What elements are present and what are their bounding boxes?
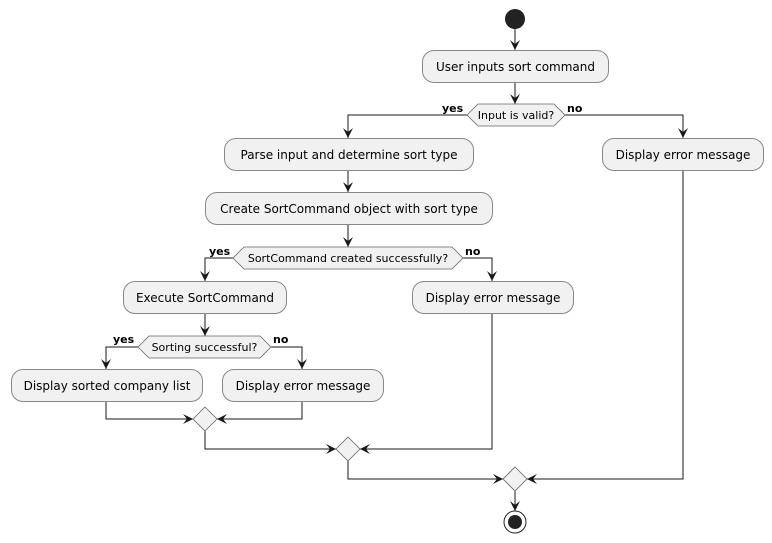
edge [565, 114, 684, 138]
edge [217, 402, 303, 420]
branch-yes-label: yes [113, 333, 135, 346]
arrowhead [343, 237, 353, 247]
edge [105, 402, 193, 420]
merge-node-input [502, 466, 528, 492]
edge [360, 314, 493, 450]
branch-no-label: no [567, 102, 583, 115]
activity-display-sorted-list: Display sorted company list [11, 369, 203, 402]
arrowhead [510, 501, 520, 511]
branch-no-label: no [273, 333, 289, 346]
branch-yes-label: yes [209, 245, 231, 258]
branch-yes-label: yes [442, 102, 464, 115]
arrowhead [183, 414, 193, 424]
arrowhead [217, 414, 227, 424]
merge-node-command [335, 436, 361, 462]
merge-node-sorting [192, 406, 218, 432]
end-node-core [508, 515, 522, 529]
decision-label: Input is valid? [477, 108, 555, 122]
start-node [505, 9, 525, 29]
arrowhead [343, 182, 353, 192]
arrowhead [101, 359, 111, 369]
edge [527, 171, 684, 480]
edge [347, 461, 503, 480]
branch-no-label: no [465, 245, 481, 258]
decision-label: SortCommand created successfully? [247, 251, 449, 265]
arrowhead [493, 474, 503, 484]
edge [204, 431, 336, 450]
activity-parse-input: Parse input and determine sort type [224, 138, 474, 171]
arrowhead [510, 94, 520, 104]
arrowhead [200, 326, 210, 336]
decision-label: Sorting successful? [151, 340, 258, 354]
edge [271, 346, 303, 369]
activity-display-error-sorting: Display error message [222, 369, 384, 402]
arrowhead [326, 444, 336, 454]
arrowhead [510, 40, 520, 50]
activity-create-command: Create SortCommand object with sort type [205, 192, 493, 225]
arrowhead [200, 271, 210, 281]
decision-sorting-successful [137, 335, 272, 359]
decision-command-created [232, 246, 464, 270]
edge [204, 257, 233, 281]
arrowhead [527, 474, 537, 484]
arrowhead [343, 128, 353, 138]
arrowhead [297, 359, 307, 369]
arrowhead [360, 444, 370, 454]
edge [105, 346, 138, 369]
arrowhead [678, 128, 688, 138]
edge [347, 114, 467, 138]
activity-execute-command: Execute SortCommand [123, 281, 287, 314]
activity-display-error-command: Display error message [412, 281, 574, 314]
activity-display-error-invalid-input: Display error message [602, 138, 764, 171]
arrowhead [487, 271, 497, 281]
edge [463, 257, 493, 281]
activity-user-inputs: User inputs sort command [422, 50, 609, 83]
decision-input-valid [466, 103, 566, 127]
